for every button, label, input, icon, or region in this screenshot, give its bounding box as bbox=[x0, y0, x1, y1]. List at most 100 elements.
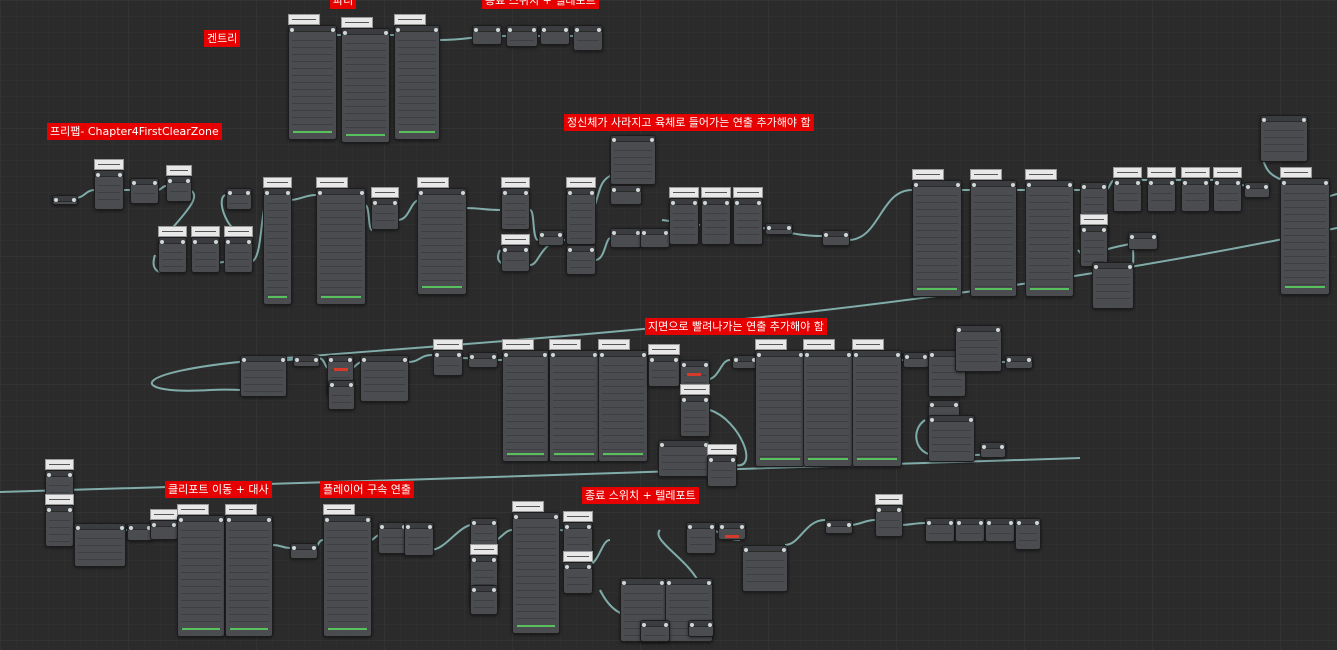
node-header[interactable] bbox=[502, 246, 529, 252]
exec-input-pin-icon[interactable] bbox=[972, 183, 976, 187]
comment-ground[interactable]: 지면으로 빨려나가는 연출 추가해야 함 bbox=[645, 318, 827, 335]
exec-output-pin-icon[interactable] bbox=[428, 525, 432, 529]
exec-input-pin-icon[interactable] bbox=[914, 183, 918, 187]
node-header[interactable] bbox=[328, 356, 353, 362]
graph-node[interactable] bbox=[566, 188, 596, 245]
exec-output-pin-icon[interactable] bbox=[1170, 181, 1174, 185]
exec-output-pin-icon[interactable] bbox=[1128, 265, 1132, 269]
exec-output-pin-icon[interactable] bbox=[68, 473, 72, 477]
graph-node[interactable] bbox=[288, 25, 337, 140]
exec-output-pin-icon[interactable] bbox=[492, 355, 496, 359]
node-title-tag[interactable] bbox=[263, 177, 292, 188]
graph-node[interactable] bbox=[701, 198, 731, 245]
node-header[interactable] bbox=[473, 26, 501, 32]
graph-node[interactable] bbox=[433, 350, 463, 376]
graph-node[interactable] bbox=[501, 188, 530, 230]
exec-input-pin-icon[interactable] bbox=[362, 358, 366, 362]
node-header[interactable] bbox=[1093, 263, 1133, 269]
graph-node[interactable] bbox=[293, 355, 320, 367]
exec-output-pin-icon[interactable] bbox=[147, 526, 151, 530]
exec-output-pin-icon[interactable] bbox=[1204, 181, 1208, 185]
comment-spirit[interactable]: 정신체가 사라지고 육체로 들어가는 연출 추가해야 함 bbox=[564, 114, 814, 131]
graph-node[interactable] bbox=[1280, 178, 1330, 295]
node-title-tag[interactable] bbox=[158, 226, 187, 237]
exec-input-pin-icon[interactable] bbox=[472, 521, 476, 525]
exec-input-pin-icon[interactable] bbox=[472, 588, 476, 592]
node-title-tag[interactable] bbox=[433, 339, 463, 350]
node-header[interactable] bbox=[342, 29, 389, 35]
exec-input-pin-icon[interactable] bbox=[930, 353, 934, 357]
node-title-tag[interactable] bbox=[224, 226, 253, 237]
graph-node[interactable] bbox=[573, 25, 603, 51]
node-header[interactable] bbox=[804, 351, 852, 357]
exec-input-pin-icon[interactable] bbox=[168, 179, 172, 183]
graph-node[interactable] bbox=[903, 352, 929, 368]
exec-output-pin-icon[interactable] bbox=[954, 403, 958, 407]
graph-node[interactable] bbox=[598, 350, 648, 462]
exec-output-pin-icon[interactable] bbox=[1136, 181, 1140, 185]
node-title-tag[interactable] bbox=[502, 339, 534, 350]
node-title-tag[interactable] bbox=[417, 177, 449, 188]
graph-node[interactable] bbox=[1260, 115, 1308, 162]
exec-output-pin-icon[interactable] bbox=[664, 623, 668, 627]
exec-input-pin-icon[interactable] bbox=[709, 458, 713, 462]
graph-node[interactable] bbox=[742, 545, 788, 592]
node-header[interactable] bbox=[567, 246, 595, 252]
node-header[interactable] bbox=[986, 519, 1014, 525]
exec-output-pin-icon[interactable] bbox=[267, 518, 271, 522]
exec-output-pin-icon[interactable] bbox=[72, 198, 76, 202]
exec-input-pin-icon[interactable] bbox=[757, 353, 761, 357]
graph-node[interactable] bbox=[502, 350, 549, 462]
exec-output-pin-icon[interactable] bbox=[524, 248, 528, 252]
graph-node[interactable] bbox=[150, 520, 178, 540]
node-header[interactable] bbox=[1182, 179, 1209, 185]
exec-output-pin-icon[interactable] bbox=[704, 363, 708, 367]
node-title-tag[interactable] bbox=[707, 444, 737, 455]
graph-node[interactable] bbox=[1181, 178, 1210, 212]
node-title-tag[interactable] bbox=[852, 339, 884, 350]
exec-output-pin-icon[interactable] bbox=[664, 231, 668, 235]
exec-input-pin-icon[interactable] bbox=[642, 231, 646, 235]
graph-node[interactable] bbox=[648, 355, 680, 387]
exec-output-pin-icon[interactable] bbox=[752, 358, 756, 362]
graph-node[interactable] bbox=[371, 198, 399, 230]
graph-node[interactable] bbox=[1128, 232, 1158, 250]
exec-input-pin-icon[interactable] bbox=[1017, 521, 1021, 525]
exec-input-pin-icon[interactable] bbox=[600, 353, 604, 357]
graph-node[interactable] bbox=[1213, 178, 1242, 212]
exec-output-pin-icon[interactable] bbox=[492, 558, 496, 562]
node-title-tag[interactable] bbox=[45, 459, 74, 470]
node-header[interactable] bbox=[131, 179, 158, 185]
exec-output-pin-icon[interactable] bbox=[172, 523, 176, 527]
exec-input-pin-icon[interactable] bbox=[682, 363, 686, 367]
exec-output-pin-icon[interactable] bbox=[1152, 235, 1156, 239]
exec-output-pin-icon[interactable] bbox=[393, 201, 397, 205]
graph-node[interactable] bbox=[825, 520, 853, 534]
graph-node[interactable] bbox=[658, 440, 710, 477]
exec-output-pin-icon[interactable] bbox=[1102, 185, 1106, 189]
node-header[interactable] bbox=[502, 189, 529, 195]
graph-node[interactable] bbox=[733, 198, 763, 245]
node-header[interactable] bbox=[1214, 179, 1241, 185]
graph-node[interactable] bbox=[955, 518, 985, 542]
node-header[interactable] bbox=[471, 519, 497, 525]
node-header[interactable] bbox=[151, 521, 177, 527]
exec-output-pin-icon[interactable] bbox=[660, 581, 664, 585]
exec-output-pin-icon[interactable] bbox=[1324, 181, 1328, 185]
node-title-tag[interactable] bbox=[598, 339, 630, 350]
graph-node[interactable] bbox=[1092, 262, 1134, 309]
node-header[interactable] bbox=[128, 524, 152, 530]
exec-output-pin-icon[interactable] bbox=[312, 546, 316, 550]
node-header[interactable] bbox=[329, 381, 354, 387]
node-title-tag[interactable] bbox=[549, 339, 581, 350]
graph-node[interactable] bbox=[1244, 182, 1270, 198]
exec-input-pin-icon[interactable] bbox=[160, 240, 164, 244]
exec-output-pin-icon[interactable] bbox=[1000, 445, 1004, 449]
node-header[interactable] bbox=[689, 621, 713, 627]
exec-input-pin-icon[interactable] bbox=[226, 240, 230, 244]
exec-input-pin-icon[interactable] bbox=[129, 526, 133, 530]
exec-input-pin-icon[interactable] bbox=[1282, 181, 1286, 185]
node-header[interactable] bbox=[611, 136, 655, 142]
node-header[interactable] bbox=[876, 506, 902, 512]
exec-input-pin-icon[interactable] bbox=[987, 521, 991, 525]
